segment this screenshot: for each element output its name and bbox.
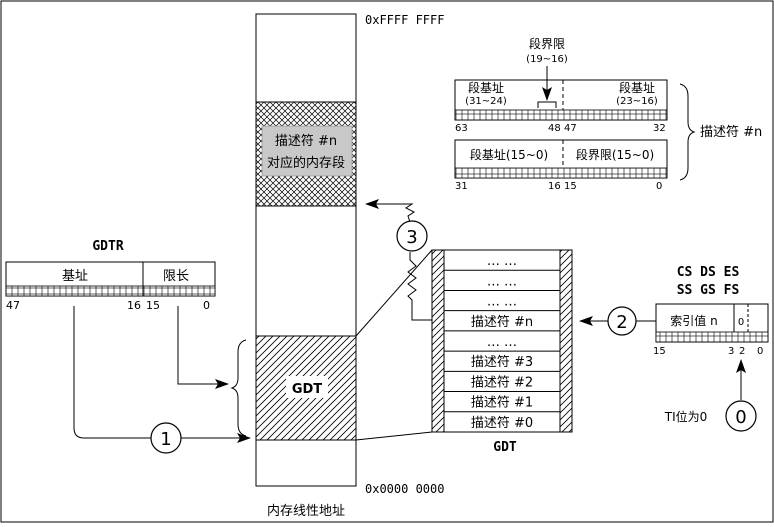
gdtr-bit-16: 16 — [127, 299, 141, 312]
base-mid-label: 段基址 — [619, 80, 655, 95]
segment-label-line1: 描述符 #n — [275, 133, 337, 149]
step-2-label: 2 — [616, 312, 627, 333]
limit-hi-label: 段界限 — [529, 36, 565, 51]
base-lo-label: 段基址(15~0) — [470, 147, 548, 162]
gdt-link-bottom — [355, 431, 433, 441]
base-hi-label: 段基址 — [468, 80, 504, 95]
limit-lo-label: 段界限(15~0) — [576, 147, 654, 162]
selector-regs-line1: CS DS ES — [677, 265, 740, 280]
selector-regs-line2: SS GS FS — [677, 283, 740, 298]
descriptor-brace-label: 描述符 #n — [700, 124, 762, 140]
gdtr-bit-15: 15 — [146, 299, 160, 312]
desc-bit-0: 0 — [656, 181, 662, 192]
desc-bit-47: 47 — [564, 123, 577, 134]
descriptor-brace — [679, 83, 696, 181]
selector-bit-2: 2 — [739, 346, 745, 357]
base-mid-bits: (23~16) — [616, 96, 658, 107]
selector-bit-0: 0 — [757, 346, 763, 357]
gdt-row: 描述符 #1 — [471, 395, 533, 411]
gdt-brace — [230, 339, 247, 437]
gdt-link-top — [355, 249, 433, 337]
memory-caption: 内存线性地址 — [267, 503, 345, 519]
desc-bit-15: 15 — [564, 181, 577, 192]
gdt-block-label: GDT — [292, 382, 322, 397]
desc-bit-16: 16 — [548, 181, 561, 192]
selector-register — [655, 303, 769, 343]
segment-label-line2: 对应的内存段 — [267, 155, 345, 171]
step-3-path-high — [365, 199, 415, 223]
step-3-circle — [396, 220, 428, 252]
step-0-circle — [725, 400, 757, 432]
gdt-row: … … — [487, 274, 517, 289]
gdtr-base-label: 基址 — [62, 269, 88, 284]
step-2-circle — [607, 306, 637, 336]
gdt-row: … … — [487, 295, 517, 310]
gdtr-title: GDTR — [92, 239, 123, 254]
selector-index-label: 索引值 n — [670, 313, 717, 328]
gdtr-bit-0: 0 — [203, 299, 210, 312]
limit-hi-bits: (19~16) — [526, 54, 568, 65]
bottom-address: 0x0000 0000 — [365, 482, 444, 496]
step-0-label: 0 — [735, 407, 746, 428]
gdt-table-caption: GDT — [493, 440, 517, 455]
gdtr-limit-label: 限长 — [163, 269, 189, 284]
step-3-label: 3 — [406, 227, 417, 248]
gdt-row: 描述符 #n — [471, 314, 533, 330]
desc-bit-48: 48 — [548, 123, 561, 134]
gdtr-bit-47: 47 — [6, 299, 20, 312]
desc-bit-32: 32 — [653, 123, 666, 134]
gdt-row: … … — [487, 254, 517, 269]
selector-bit-15: 15 — [653, 346, 666, 357]
gdt-table: … … … … … … 描述符 #n … … 描述符 #3 描述符 #2 描述符 #1 描述符 … — [431, 249, 573, 433]
step-1-circle — [150, 422, 182, 454]
desc-bit-31: 31 — [455, 181, 468, 192]
selector-bit-3: 3 — [728, 346, 734, 357]
top-address: 0xFFFF FFFF — [365, 13, 444, 27]
limit-arrow — [177, 306, 229, 389]
step-1-label: 1 — [160, 429, 171, 450]
gdt-row: 描述符 #3 — [471, 354, 533, 370]
memory-column — [255, 13, 357, 487]
gdt-row: … … — [487, 335, 517, 350]
selector-ti-bit: 0 — [738, 317, 744, 328]
gdtr-register — [5, 261, 216, 297]
desc-bit-63: 63 — [455, 123, 468, 134]
descriptor-low-word — [454, 139, 668, 179]
descriptor-high-word — [454, 79, 668, 121]
gdt-row: 描述符 #0 — [471, 415, 533, 431]
base-hi-bits: (31~24) — [465, 96, 507, 107]
base-arrow — [73, 306, 251, 443]
gdt-row: 描述符 #2 — [471, 374, 533, 390]
step-3-path-low — [407, 252, 432, 321]
ti-note: TI位为0 — [664, 409, 708, 424]
